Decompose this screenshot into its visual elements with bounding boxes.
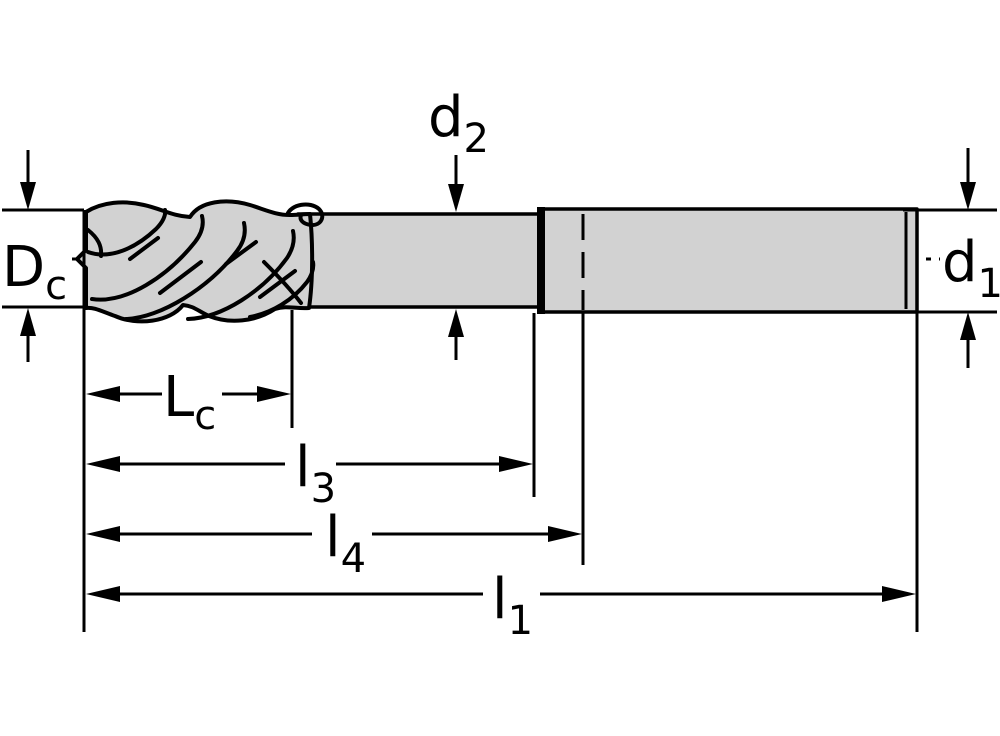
l4-arrow-left-icon <box>86 526 120 542</box>
l4-arrow-right-icon <box>548 526 582 542</box>
tool-neck-section <box>296 212 543 309</box>
d1-label: d1 <box>942 230 1000 307</box>
lc-arrow-right-icon <box>257 386 291 402</box>
lc-label-sub: c <box>194 393 216 439</box>
dimension-labels: Dc d2 d1 Lc l3 l4 l1 <box>2 85 1000 644</box>
l1-label: l1 <box>492 567 533 644</box>
flute-helix-lines <box>86 208 316 321</box>
lc-label-main: L <box>163 365 194 430</box>
lc-label: Lc <box>163 365 216 439</box>
lc-arrow-left-icon <box>86 386 120 402</box>
tool-flute-section <box>75 199 315 324</box>
tool-body <box>75 199 919 324</box>
l1-label-sub: 1 <box>508 598 533 644</box>
l1-arrow-right-icon <box>882 586 916 602</box>
l1-label-main: l <box>492 567 508 632</box>
l1-arrow-left-icon <box>86 586 120 602</box>
arrowheads <box>20 182 976 602</box>
d2-label-main: d <box>428 85 464 150</box>
l3-label-main: l <box>295 435 311 500</box>
d2-label-sub: 2 <box>464 116 489 162</box>
l3-arrow-left-icon <box>86 456 120 472</box>
d2-label: d2 <box>428 85 489 162</box>
l3-arrow-right-icon <box>499 456 533 472</box>
d1-label-main: d <box>942 230 978 295</box>
dc-label: Dc <box>2 235 67 309</box>
d2-arrow-down-icon <box>448 184 464 212</box>
dc-arrow-up-icon <box>20 308 36 336</box>
dc-label-main: D <box>2 235 45 300</box>
d2-arrow-up-icon <box>448 309 464 337</box>
flute-runout-curl <box>285 202 325 228</box>
dc-label-sub: c <box>45 263 67 309</box>
l4-label-main: l <box>325 505 341 570</box>
d1-arrow-up-icon <box>960 312 976 340</box>
l3-label-sub: 3 <box>311 466 336 512</box>
l4-label-sub: 4 <box>341 536 366 582</box>
d1-label-sub: 1 <box>978 261 1000 307</box>
d1-arrow-down-icon <box>960 182 976 210</box>
l3-label: l3 <box>295 435 336 512</box>
dc-arrow-down-icon <box>20 182 36 210</box>
l4-label: l4 <box>325 505 366 582</box>
tool-shank-section <box>539 207 919 314</box>
extension-lines <box>2 208 997 632</box>
dimension-lines <box>26 148 970 596</box>
